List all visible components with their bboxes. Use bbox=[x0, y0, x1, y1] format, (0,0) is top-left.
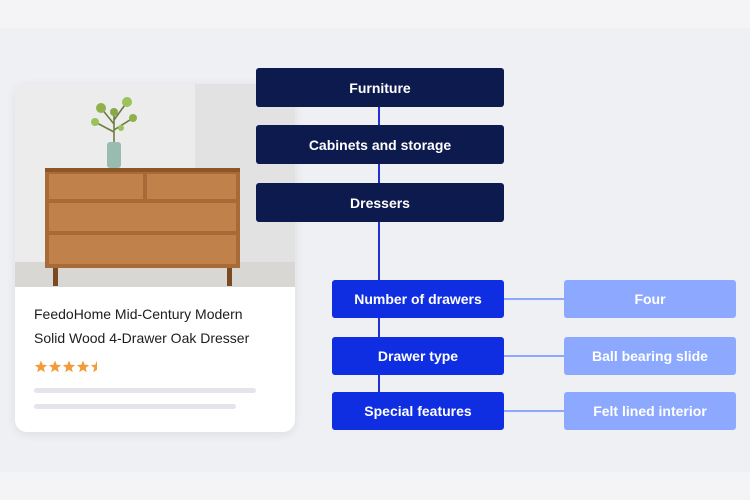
connector-line bbox=[378, 318, 380, 337]
connector-line bbox=[378, 107, 380, 125]
attribute-node-number-of-drawers: Number of drawers bbox=[332, 280, 504, 318]
attribute-node-drawer-type: Drawer type bbox=[332, 337, 504, 375]
product-title-line-1: FeedoHome Mid-Century Modern bbox=[34, 306, 243, 322]
product-image bbox=[15, 84, 295, 287]
connector-line bbox=[504, 355, 564, 357]
value-node-four: Four bbox=[564, 280, 736, 318]
star-icon bbox=[34, 360, 48, 373]
attribute-node-special-features: Special features bbox=[332, 392, 504, 430]
product-card[interactable]: FeedoHome Mid-Century Modern Solid Wood … bbox=[15, 84, 295, 432]
connector-line bbox=[504, 410, 564, 412]
product-title[interactable]: FeedoHome Mid-Century Modern Solid Wood … bbox=[34, 302, 284, 350]
star-rating bbox=[34, 359, 114, 375]
product-title-line-2: Solid Wood 4-Drawer Oak Dresser bbox=[34, 330, 250, 346]
category-node-cabinets-and-storage: Cabinets and storage bbox=[256, 125, 504, 164]
star-icon bbox=[62, 360, 76, 373]
value-node-felt-lined-interior: Felt lined interior bbox=[564, 392, 736, 430]
value-node-ball-bearing-slide: Ball bearing slide bbox=[564, 337, 736, 375]
star-icon bbox=[76, 360, 90, 373]
category-node-furniture: Furniture bbox=[256, 68, 504, 107]
category-node-dressers: Dressers bbox=[256, 183, 504, 222]
star-icon bbox=[48, 360, 62, 373]
connector-line bbox=[378, 164, 380, 183]
connector-line bbox=[504, 298, 564, 300]
connector-line bbox=[378, 222, 380, 280]
placeholder-line-1 bbox=[34, 388, 256, 393]
connector-line bbox=[378, 375, 380, 392]
star-icon bbox=[90, 360, 97, 373]
placeholder-line-2 bbox=[34, 404, 236, 409]
